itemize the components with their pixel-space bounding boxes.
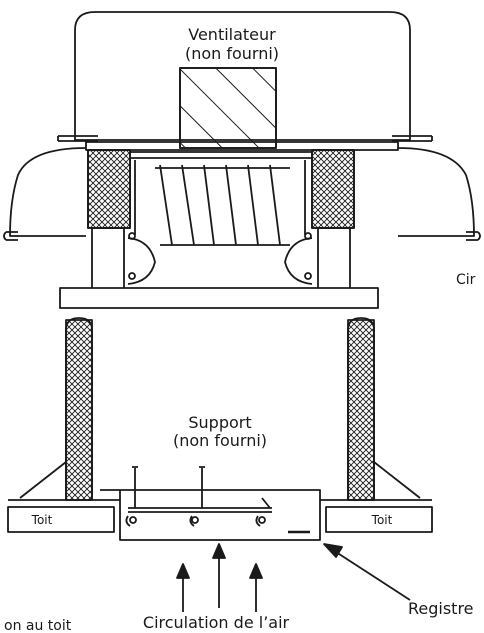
- fan-base-plate: [59, 287, 379, 309]
- mesh-left: [87, 149, 131, 229]
- roof-label-left: Toit: [31, 513, 53, 527]
- fan-label-line1: Ventilateur: [188, 25, 276, 44]
- airflow-arrows: [176, 543, 263, 612]
- roof-deck: [7, 489, 433, 541]
- right-cut-label: Cir: [456, 272, 476, 288]
- impeller-blades: [159, 164, 281, 246]
- roof-curb: [8, 317, 432, 501]
- roof-right-panel: [325, 506, 433, 533]
- roof-left-panel: [7, 506, 115, 533]
- backdraft-damper: [125, 466, 310, 534]
- curb-post-right: [347, 319, 375, 501]
- damper-arrow: [323, 543, 411, 601]
- support-label-line2: (non fourni): [173, 431, 267, 450]
- fan-skirt-right: [397, 147, 475, 237]
- fan-unit: [3, 11, 481, 309]
- fan-skirt-left: [9, 147, 87, 237]
- curb-post-left: [65, 319, 93, 501]
- motor-block: [179, 67, 277, 149]
- damper-label: Registre: [408, 599, 474, 618]
- roof-opening: [119, 489, 321, 541]
- fan-label-line2: (non fourni): [185, 44, 279, 63]
- mesh-right: [311, 149, 355, 229]
- roof-connection-label: on au toit: [4, 618, 72, 633]
- airflow-label: Circulation de l’air: [143, 613, 290, 632]
- support-label-line1: Support: [188, 413, 251, 432]
- fan-top-hood: [74, 11, 411, 141]
- roof-label-right: Toit: [371, 513, 393, 527]
